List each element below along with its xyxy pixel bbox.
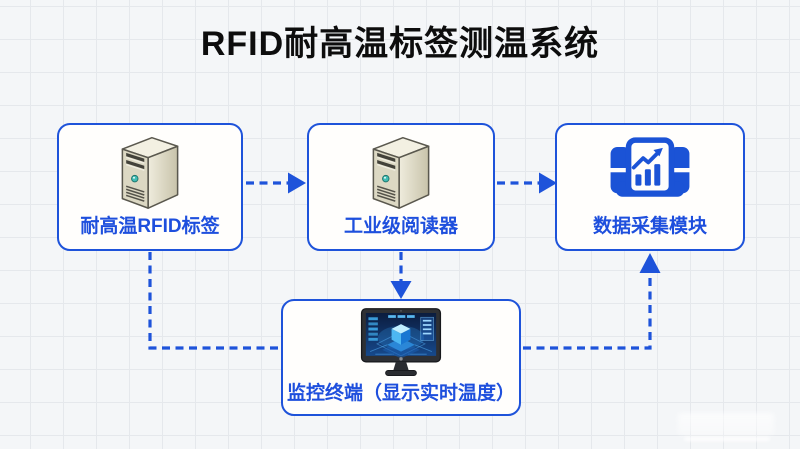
node-label: 监控终端（显示实时温度） — [286, 383, 515, 404]
monitor-icon — [283, 301, 519, 384]
connector-reader-to-daq — [497, 172, 557, 194]
node-data-acquisition: 数据采集模块 — [555, 123, 745, 251]
watermark-underline — [684, 437, 770, 441]
node-label: 耐高温RFID标签 — [80, 216, 220, 237]
node-rfid-tag: 耐高温RFID标签 — [57, 123, 243, 251]
node-label: 工业级阅读器 — [343, 216, 458, 237]
node-monitor-terminal: 监控终端（显示实时温度） — [281, 299, 521, 416]
watermark — [678, 413, 774, 435]
connector-tag-to-terminal — [148, 252, 279, 350]
server-icon — [59, 125, 241, 217]
node-label: 数据采集模块 — [592, 216, 707, 237]
server-icon — [309, 125, 493, 217]
chart-module-icon — [557, 125, 743, 217]
connector-terminal-to-daq — [523, 253, 661, 350]
diagram-title: RFID耐高温标签测温系统 — [200, 25, 600, 63]
node-industrial-reader: 工业级阅读器 — [307, 123, 495, 251]
connector-reader-to-terminal — [390, 252, 412, 299]
connector-tag-to-reader — [246, 172, 306, 194]
